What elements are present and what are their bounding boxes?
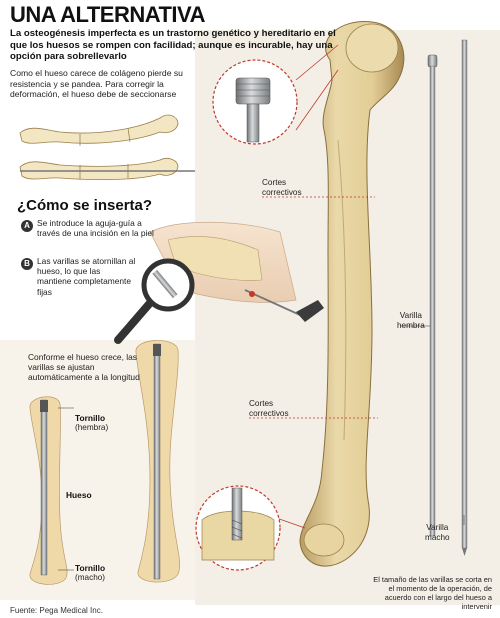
- zoom-circle-top: [212, 44, 339, 145]
- how-title: ¿Cómo se inserta?: [17, 197, 153, 214]
- step-a-text: Se introduce la aguja-guía a través de u…: [37, 218, 154, 239]
- step-a-badge: A: [21, 220, 33, 232]
- source-credit: Fuente: Pega Medical Inc.: [10, 606, 103, 615]
- footnote: El tamaño de las varillas se corta en el…: [373, 575, 492, 611]
- page-title: UNA ALTERNATIVA: [10, 2, 205, 27]
- growth-bones: [29, 340, 181, 585]
- step-b-text: Las varillas se atornillan al hueso, lo …: [37, 256, 136, 297]
- growth-text: Conforme el hueso crece, las varillas se…: [28, 352, 140, 383]
- intro-text: Como el hueso carece de colágeno pierde …: [10, 68, 183, 99]
- male-rod: [461, 39, 468, 556]
- label-tornillo-macho-sub: (macho): [75, 573, 106, 582]
- label-tornillo-hembra-title: Tornillo: [75, 413, 106, 423]
- leg-insertion-illustration: [114, 221, 324, 344]
- page-subtitle: La osteogénesis imperfecta es un trastor…: [10, 28, 336, 62]
- femur-illustration: [299, 21, 405, 567]
- label-varilla-macho: Varilla macho: [425, 523, 450, 542]
- label-tornillo-hembra-sub: (hembra): [75, 423, 109, 432]
- bent-bone-top: [19, 114, 179, 146]
- label-hueso: Hueso: [66, 490, 92, 500]
- label-tornillo-macho-title: Tornillo: [75, 563, 106, 573]
- step-b-badge: B: [21, 258, 33, 270]
- label-cortes-top: Cortes correctivos: [262, 178, 302, 197]
- label-tornillo-macho: Tornillo (macho): [75, 563, 105, 583]
- label-tornillo-hembra: Tornillo (hembra): [75, 413, 108, 433]
- label-cortes-bottom: Cortes correctivos: [249, 399, 289, 418]
- zoom-circle-bottom: [195, 485, 306, 571]
- straight-bone-rod: [19, 158, 195, 181]
- female-rod: [400, 54, 438, 537]
- label-varilla-hembra: Varilla hembra: [397, 311, 425, 330]
